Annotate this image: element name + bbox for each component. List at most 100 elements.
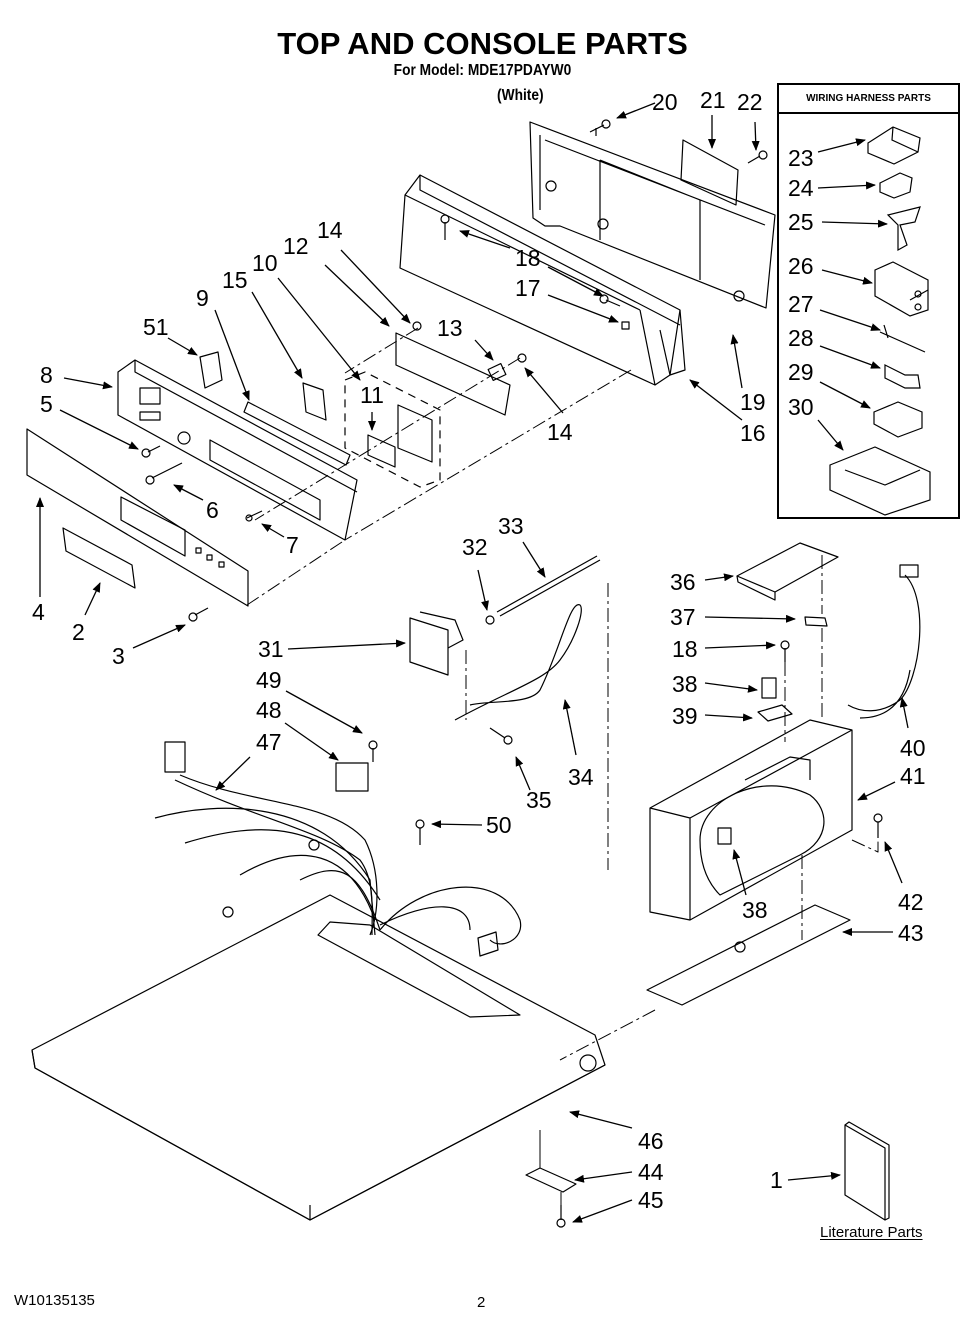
screw-22: [747, 150, 768, 164]
bracket-21: [680, 139, 739, 206]
callout-29: 29: [788, 359, 814, 385]
control-board-11: [367, 404, 433, 468]
model-number: For Model: MDE17PDAYW0: [393, 62, 572, 79]
callout-44: 44: [638, 1159, 664, 1185]
screw-7: [245, 510, 263, 522]
callout-15: 15: [222, 267, 248, 293]
spacer-13: [487, 363, 507, 381]
connector-23: [867, 126, 921, 165]
callout-6: 6: [206, 497, 219, 523]
bracket-44: [525, 1167, 577, 1193]
page-title: TOP AND CONSOLE PARTS: [277, 26, 688, 61]
callout-40: 40: [900, 735, 926, 761]
callout-11: 11: [360, 382, 384, 408]
callout-45: 45: [638, 1187, 664, 1213]
screw-3: [188, 607, 209, 622]
cable-tie-27: [879, 324, 926, 353]
screw-6: [145, 462, 183, 485]
callout-49: 49: [256, 667, 282, 693]
callout-18b: 18: [672, 636, 698, 662]
callout-43: 43: [898, 920, 924, 946]
washer-32: [485, 615, 495, 625]
color-variant: (White): [497, 87, 544, 104]
callout-30: 30: [788, 394, 814, 420]
callout-8: 8: [40, 362, 53, 388]
cover-36: [736, 542, 839, 601]
callout-33: 33: [498, 513, 524, 539]
callout-10: 10: [252, 250, 278, 276]
door-cover-2: [62, 527, 136, 589]
callout-1: 1: [770, 1167, 783, 1193]
callout-5: 5: [40, 391, 53, 417]
callout-7: 7: [286, 532, 299, 558]
callout-41: 41: [900, 763, 926, 789]
document-number: W10135135: [14, 1292, 95, 1309]
console-overlay-4: [26, 428, 249, 607]
callout-20: 20: [652, 89, 678, 115]
timer-31: [409, 611, 464, 676]
callout-51: 51: [143, 314, 169, 340]
callout-42: 42: [898, 889, 924, 915]
callout-12: 12: [283, 233, 309, 259]
console-control-panel: [117, 359, 358, 541]
callout-48: 48: [256, 697, 282, 723]
screw-20: [589, 119, 611, 136]
overlay-board-12: [395, 332, 511, 416]
wiring-harness-parts-box: WIRING HARNESS PARTS: [777, 83, 960, 519]
callout-24: 24: [788, 175, 814, 201]
leader-arrows: [36, 102, 909, 1223]
connector-30: [829, 446, 931, 516]
clip-25: [886, 206, 921, 252]
console-rear-panel: [529, 121, 776, 309]
callout-35: 35: [526, 787, 552, 813]
callout-22: 22: [737, 89, 763, 115]
top-panel-46: [31, 894, 606, 1221]
bracket-37: [804, 616, 828, 627]
callout-34: 34: [568, 764, 594, 790]
screw-35: [489, 727, 513, 745]
screw-49: [368, 740, 378, 762]
board-bracket-15: [302, 382, 327, 421]
callout-labels: 20 21 22 14 12 10 15 9 51 18 17 13 8 5 1…: [32, 87, 926, 1213]
nut-14-lower: [517, 353, 527, 363]
transformer-48: [335, 762, 369, 792]
connector-24: [879, 172, 913, 199]
housing-26: [874, 261, 929, 317]
callout-37: 37: [670, 604, 696, 630]
callout-47: 47: [256, 729, 282, 755]
harness-34: [454, 604, 582, 721]
callout-38b: 38: [742, 897, 768, 923]
callout-28: 28: [788, 325, 814, 351]
housing-41: [649, 719, 853, 921]
screw-17: [599, 294, 630, 330]
callout-25: 25: [788, 209, 814, 235]
screw-50: [415, 819, 425, 845]
callout-14b: 14: [547, 419, 573, 445]
nut-14-upper: [412, 321, 422, 331]
console-backsplash: [399, 174, 686, 386]
callout-50: 50: [486, 812, 512, 838]
harness-40: [847, 564, 921, 719]
callout-38: 38: [672, 671, 698, 697]
terminal-block: [477, 931, 499, 957]
callout-9: 9: [196, 285, 209, 311]
switch-38-lower: [717, 827, 732, 845]
callout-18: 18: [515, 245, 541, 271]
callout-4: 4: [32, 599, 45, 625]
callout-14: 14: [317, 217, 343, 243]
callout-13: 13: [437, 315, 463, 341]
insulator-39: [757, 704, 793, 722]
screw-42: [873, 813, 883, 838]
callout-46: 46: [638, 1128, 664, 1154]
callout-32: 32: [462, 534, 488, 560]
switch-38-upper: [761, 677, 777, 699]
light-bar-9: [243, 401, 351, 466]
callout-27: 27: [788, 291, 814, 317]
shield-43: [646, 904, 851, 1006]
callout-17: 17: [515, 275, 541, 301]
wiring-harness-heading: WIRING HARNESS PARTS: [779, 85, 958, 114]
literature-booklet: [844, 1121, 890, 1221]
callout-36: 36: [670, 569, 696, 595]
switch-51: [199, 351, 223, 389]
